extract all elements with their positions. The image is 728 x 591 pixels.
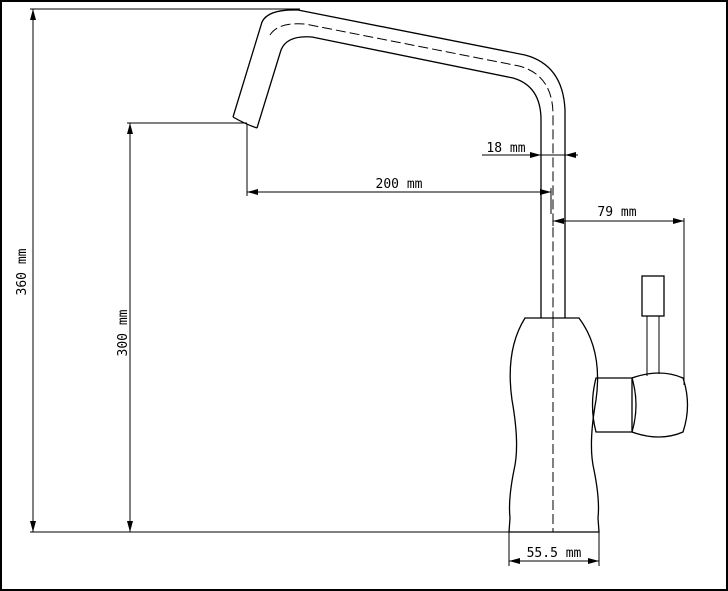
- handle-offset-label: 79 mm: [597, 205, 636, 220]
- faucet-outline: [232, 9, 689, 533]
- handle-knob: [631, 372, 689, 438]
- spout-centerline: [269, 23, 554, 318]
- spout-height-label: 300 mm: [116, 309, 131, 356]
- dimensions: 360 mm 300 mm 200 mm 18 mm 79 mm 55.5 mm: [15, 8, 685, 566]
- faucet-body: [508, 317, 600, 533]
- base-diameter-label: 55.5 mm: [527, 546, 582, 561]
- spout-outer: [232, 9, 566, 318]
- lever-grip: [641, 275, 665, 317]
- pipe-diameter-label: 18 mm: [486, 141, 525, 156]
- reach-label: 200 mm: [376, 177, 423, 192]
- handle-connector: [591, 377, 633, 433]
- total-height-label: 360 mm: [15, 248, 30, 295]
- spout-inner: [256, 36, 542, 318]
